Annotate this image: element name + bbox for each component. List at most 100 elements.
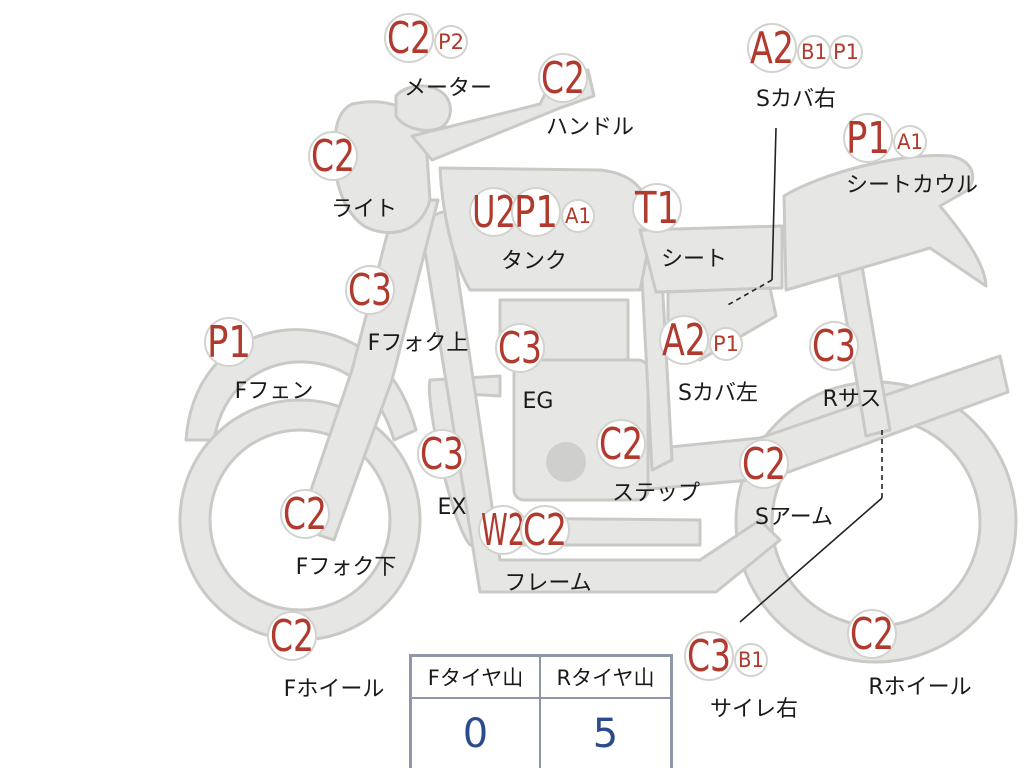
part-meter: C2 P2 メーター — [384, 13, 492, 101]
grade-badge: C2 — [742, 439, 786, 490]
grade-badge-circle — [809, 321, 859, 371]
grade-badge: U2 — [472, 187, 516, 238]
part-label: EG — [523, 389, 554, 414]
grade-badge: C2 — [523, 505, 567, 556]
grade-badge-circle — [495, 323, 545, 373]
grade-badge: P1 — [846, 113, 890, 164]
grade-badge: C3 — [348, 265, 392, 316]
part-silencer-right: C3 B1 サイレ右 — [684, 631, 798, 722]
part-label: Rサス — [823, 387, 882, 412]
grade-badge-circle — [308, 131, 358, 181]
grade-badge-circle — [561, 199, 595, 233]
grade-badge: A1 — [565, 204, 591, 228]
grade-badge-circle — [417, 429, 467, 479]
part-label: Fホイール — [284, 677, 385, 702]
part-label: EX — [438, 495, 467, 520]
grade-badge-circle — [709, 327, 743, 361]
part-label: Sカバ左 — [678, 381, 758, 406]
grade-badge-circle — [204, 317, 254, 367]
grade-badge-circle — [632, 183, 682, 233]
grade-badge: C3 — [420, 429, 464, 480]
part-label: シートカウル — [846, 173, 978, 198]
part-label: Fフェン — [235, 379, 314, 404]
part-label: サイレ右 — [710, 697, 798, 722]
part-label: ハンドル — [546, 115, 634, 140]
grade-badge: T1 — [634, 183, 679, 234]
grade-badge: C2 — [599, 419, 643, 470]
grade-badge-circle — [747, 23, 797, 73]
frame-shape — [418, 208, 782, 594]
part-handle: C2 ハンドル — [538, 53, 634, 140]
engine-cover-shape — [546, 442, 586, 482]
front-tire-tread-value: 0 — [412, 699, 541, 768]
grade-badge: P1 — [207, 317, 251, 368]
grade-badge: C2 — [387, 13, 431, 64]
front-fork-shape — [296, 198, 440, 542]
grade-badge-circle — [511, 187, 561, 237]
part-label: Rホイール — [868, 675, 971, 700]
meter-shape — [394, 84, 452, 132]
grade-badge: C2 — [850, 609, 894, 660]
seat-shape — [638, 224, 784, 294]
grade-badge-circle — [345, 265, 395, 315]
grade-badge-circle — [843, 113, 893, 163]
part-label: Fフォク下 — [296, 555, 397, 580]
grade-badge: C2 — [270, 611, 314, 662]
part-light: C2 ライト — [308, 131, 397, 222]
part-seat: T1 シート — [632, 183, 727, 272]
grade-badge: C2 — [283, 489, 327, 540]
grade-badge-circle — [520, 505, 570, 555]
grade-badge-circle — [384, 13, 434, 63]
grade-badge: B1 — [738, 648, 764, 672]
grade-badge: C3 — [498, 323, 542, 374]
grade-badge-circle — [739, 439, 789, 489]
silencer-leader — [739, 497, 883, 623]
grade-badge-circle — [538, 53, 588, 103]
grade-badge: A2 — [662, 315, 706, 366]
scover-right-leader — [771, 127, 777, 281]
grade-badge: C3 — [687, 631, 731, 682]
part-label: メーター — [404, 76, 492, 101]
grade-badge-circle — [267, 611, 317, 661]
grade-badge: P1 — [713, 332, 739, 356]
grade-badge: P2 — [438, 30, 464, 54]
part-label: Sアーム — [755, 505, 833, 530]
grade-badge: C3 — [812, 321, 856, 372]
grade-badge-circle — [893, 125, 927, 159]
rear-tire-tread-value: 5 — [592, 710, 619, 757]
grade-badge-circle — [684, 631, 734, 681]
rear-tire-tread-header: Rタイヤ山 — [541, 657, 670, 699]
part-label: シート — [661, 247, 727, 272]
leader-lines — [725, 127, 883, 623]
grade-badge: B1 — [801, 40, 827, 64]
grade-badge-circle — [829, 35, 863, 69]
grade-badge-circle — [280, 489, 330, 539]
grade-badge-circle — [434, 25, 468, 59]
grade-badge-circle — [596, 419, 646, 469]
grade-badge: C2 — [541, 53, 585, 104]
part-label: フレーム — [504, 571, 591, 596]
part-label: ライト — [331, 197, 397, 222]
part-label: Sカバ右 — [756, 87, 836, 112]
grade-badge-circle — [734, 643, 768, 677]
grade-badge: C2 — [311, 131, 355, 182]
grade-badge-circle — [659, 315, 709, 365]
grade-badge-circle — [847, 609, 897, 659]
